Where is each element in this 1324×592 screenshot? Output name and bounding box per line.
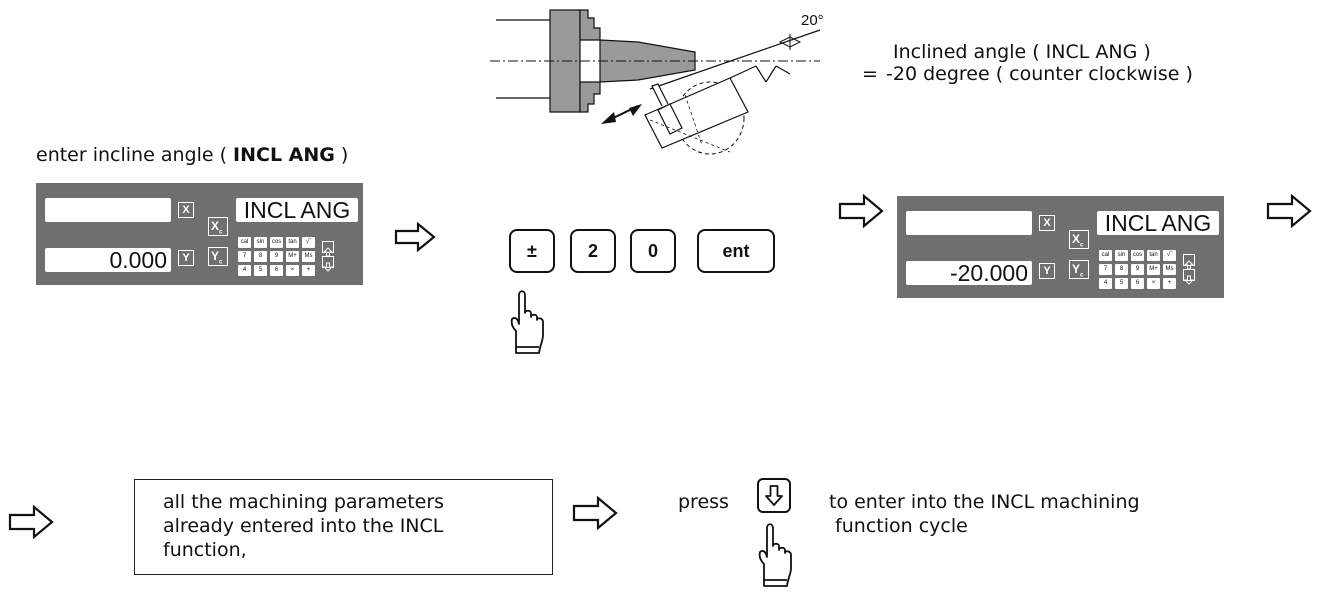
y-center-key[interactable]: Yc: [208, 247, 228, 266]
key-7[interactable]: 7: [1099, 264, 1112, 275]
note-line-2: already entered into the INCL: [163, 515, 444, 537]
flow-arrow-icon: [394, 222, 436, 252]
key-6[interactable]: 6: [270, 265, 283, 276]
y-axis-key[interactable]: Y: [178, 250, 194, 266]
key-9[interactable]: 9: [270, 251, 283, 262]
x-center-key[interactable]: Xc: [1069, 230, 1089, 249]
arrow-down-icon: [1183, 275, 1195, 285]
pointing-hand-icon: [510, 290, 544, 354]
flow-arrow-icon: [8, 505, 54, 539]
dro-display-right: X -20.000 Y Xc Yc INCL ANG cal sin cos t…: [897, 196, 1224, 298]
lathe-diagram: [490, 9, 821, 155]
angle-label: 20°: [801, 12, 824, 29]
down-arrow-key[interactable]: [322, 256, 334, 272]
x-readout: [45, 198, 171, 222]
key-times[interactable]: ×: [286, 265, 299, 276]
key-ms[interactable]: Ms: [1163, 264, 1176, 275]
y-center-letter: Y: [1072, 262, 1081, 276]
key-sqrt[interactable]: √‾: [302, 237, 315, 248]
digit-2-button[interactable]: 2: [570, 229, 616, 273]
key-mplus[interactable]: M+: [1147, 264, 1160, 275]
key-8[interactable]: 8: [1115, 264, 1128, 275]
key-cos[interactable]: cos: [270, 237, 283, 248]
note-line-3: function,: [163, 539, 247, 561]
up-arrow-key[interactable]: [1183, 254, 1195, 270]
ent-button[interactable]: ent: [697, 229, 775, 273]
key-5[interactable]: 5: [254, 265, 267, 276]
y-readout: -20.000: [906, 261, 1032, 285]
arrow-down-icon: [765, 485, 783, 506]
key-cal[interactable]: cal: [1099, 250, 1112, 261]
digit-0-button[interactable]: 0: [630, 229, 676, 273]
key-6[interactable]: 6: [1131, 278, 1144, 289]
description-line1: Inclined angle ( INCL ANG ): [893, 41, 1151, 63]
note-line-1: all the machining parameters: [163, 491, 445, 513]
description-line2: -20 degree ( counter clockwise ): [886, 63, 1193, 85]
note-box: all the machining parameters already ent…: [134, 479, 553, 575]
step-label-bold: INCL ANG: [233, 144, 335, 166]
key-4[interactable]: 4: [1099, 278, 1112, 289]
flow-arrow-icon: [572, 496, 618, 530]
step-label-prefix: enter incline angle (: [36, 144, 234, 166]
key-8[interactable]: 8: [254, 251, 267, 262]
key-sin[interactable]: sin: [254, 237, 267, 248]
key-7[interactable]: 7: [238, 251, 251, 262]
key-sqrt[interactable]: √‾: [1163, 250, 1176, 261]
y-center-sub: c: [1080, 272, 1084, 279]
key-tan[interactable]: tan: [286, 237, 299, 248]
x-center-sub: c: [219, 229, 223, 236]
step-label: enter incline angle ( INCL ANG ): [36, 143, 348, 167]
y-center-letter: Y: [211, 249, 220, 263]
y-center-key[interactable]: Yc: [1069, 260, 1089, 279]
mode-title: INCL ANG: [1097, 211, 1219, 235]
key-cos[interactable]: cos: [1131, 250, 1144, 261]
description-equals: =: [862, 63, 878, 85]
x-center-letter: X: [1072, 232, 1081, 246]
step-label-suffix: ): [334, 144, 349, 166]
flow-arrow-icon: [838, 194, 884, 228]
key-plus[interactable]: +: [1163, 278, 1176, 289]
final-line-2: function cycle: [829, 515, 968, 537]
final-line-1: to enter into the INCL machining: [829, 491, 1140, 513]
x-axis-key[interactable]: X: [1039, 215, 1055, 231]
key-ms[interactable]: Ms: [302, 251, 315, 262]
x-readout: [906, 211, 1032, 235]
key-4[interactable]: 4: [238, 265, 251, 276]
key-mplus[interactable]: M+: [286, 251, 299, 262]
key-tan[interactable]: tan: [1147, 250, 1160, 261]
pointing-hand-icon: [758, 523, 792, 587]
x-center-sub: c: [1080, 242, 1084, 249]
y-readout: 0.000: [45, 248, 171, 272]
y-center-sub: c: [219, 259, 223, 266]
up-arrow-key[interactable]: [322, 241, 334, 257]
arrow-down-icon: [322, 262, 334, 272]
key-9[interactable]: 9: [1131, 264, 1144, 275]
key-5[interactable]: 5: [1115, 278, 1128, 289]
mode-title: INCL ANG: [236, 198, 358, 222]
y-axis-key[interactable]: Y: [1039, 263, 1055, 279]
down-arrow-key[interactable]: [1183, 269, 1195, 285]
key-cal[interactable]: cal: [238, 237, 251, 248]
plus-minus-button[interactable]: ±: [509, 229, 555, 273]
key-times[interactable]: ×: [1147, 278, 1160, 289]
down-arrow-button[interactable]: [757, 478, 791, 513]
x-center-letter: X: [211, 219, 220, 233]
x-axis-key[interactable]: X: [178, 202, 194, 218]
key-plus[interactable]: +: [302, 265, 315, 276]
key-sin[interactable]: sin: [1115, 250, 1128, 261]
press-label: press: [678, 491, 729, 513]
x-center-key[interactable]: Xc: [208, 217, 228, 236]
dro-display-left: X 0.000 Y Xc Yc INCL ANG cal sin cos tan…: [36, 183, 363, 285]
flow-arrow-icon: [1266, 194, 1312, 228]
